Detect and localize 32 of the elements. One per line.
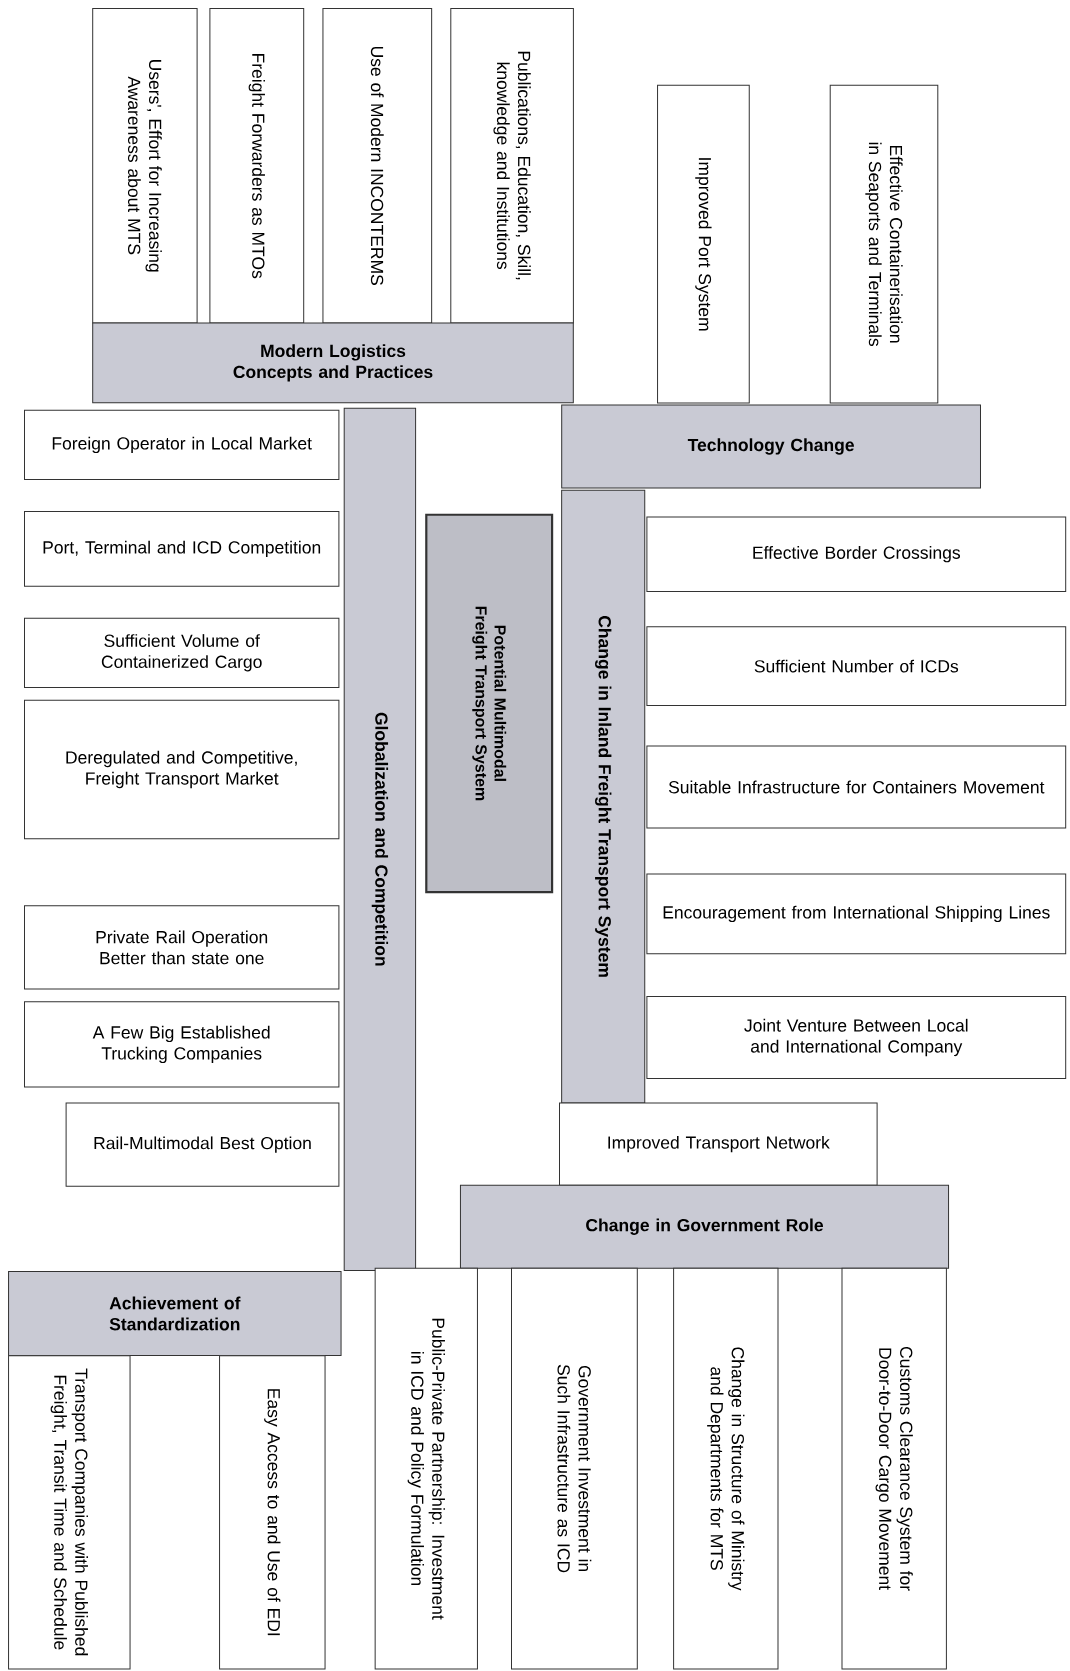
category-band: Modern Logistics Concepts and Practices bbox=[92, 322, 574, 404]
text-box: Effective Border Crossings bbox=[646, 516, 1067, 592]
text-box: Publications, Education, Skill, knowledge and Institutions bbox=[450, 8, 574, 324]
text-box: Users', Effort for Increasing Awareness about MTS bbox=[92, 8, 198, 324]
text-box: Government Investment in Such Infrastructure as ICD bbox=[511, 1267, 638, 1670]
category-band: Change in Government Role bbox=[459, 1184, 950, 1269]
center-box: Potential Multimodal Freight Transport System bbox=[425, 513, 554, 894]
category-band: Change in Inland Freight Transport System bbox=[561, 489, 646, 1104]
text-box: Rail-Multimodal Best Option bbox=[65, 1102, 340, 1187]
text-box: Encouragement from International Shipping Lines bbox=[646, 873, 1067, 955]
text-box: Transport Companies with Published Freight, Transit Time and Schedule bbox=[8, 1355, 131, 1670]
text-box: Private Rail Operation Better than state one bbox=[24, 905, 340, 990]
text-box: Easy Access to and Use of EDI bbox=[219, 1355, 326, 1670]
text-box: Freight Forwarders as MTOs bbox=[209, 8, 305, 324]
text-box: Port, Terminal and ICD Competition bbox=[24, 511, 340, 587]
text-box: A Few Big Established Trucking Companies bbox=[24, 1001, 340, 1088]
text-box: Public-Private Partnership: Investment in ICD and Policy Formulation bbox=[374, 1267, 478, 1670]
text-box: Improved Port System bbox=[657, 84, 750, 404]
text-box: Improved Transport Network bbox=[559, 1102, 878, 1186]
text-box: Customs Clearance System for Door-to-Door Cargo Movement bbox=[841, 1267, 947, 1670]
text-box: Use of Modern INCONTERMS bbox=[322, 8, 433, 324]
category-band: Globalization and Competition bbox=[343, 407, 417, 1271]
text-box: Foreign Operator in Local Market bbox=[24, 409, 340, 481]
text-box: Suitable Infrastructure for Containers Movement bbox=[646, 745, 1067, 829]
category-band: Technology Change bbox=[561, 404, 981, 489]
text-box: Sufficient Number of ICDs bbox=[646, 626, 1067, 707]
text-box: Effective Containerisation in Seaports and Terminals bbox=[829, 84, 939, 404]
text-box: Deregulated and Competitive, Freight Transport Market bbox=[24, 699, 340, 840]
text-box: Joint Venture Between Local and International Company bbox=[646, 995, 1067, 1080]
category-band: Achievement of Standardization bbox=[8, 1270, 342, 1357]
text-box: Sufficient Volume of Containerized Cargo bbox=[24, 617, 340, 688]
text-box: Change in Structure of Ministry and Departments for MTS bbox=[673, 1267, 779, 1670]
